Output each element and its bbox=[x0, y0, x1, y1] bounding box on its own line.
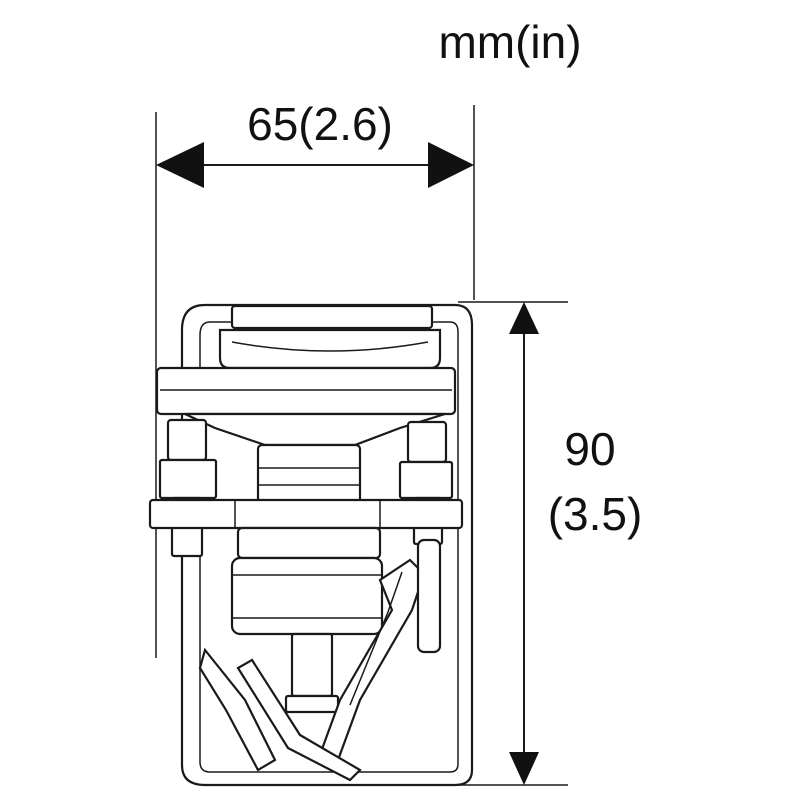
left-nut bbox=[158, 458, 218, 500]
height-dimension: 90 (3.5) bbox=[440, 301, 643, 786]
motor-body bbox=[230, 556, 384, 636]
width-arrow-left bbox=[156, 142, 204, 188]
height-arrow-bottom bbox=[509, 752, 539, 785]
motor-collar bbox=[236, 526, 382, 560]
hose-lower bbox=[236, 658, 362, 782]
height-arrow-top bbox=[509, 302, 539, 334]
device-outline bbox=[148, 303, 474, 787]
units-label: mm(in) bbox=[438, 16, 581, 68]
frame-inner bbox=[199, 321, 459, 773]
top-cap bbox=[230, 304, 434, 330]
right-nut bbox=[398, 460, 454, 500]
hose-left bbox=[198, 647, 277, 772]
height-label-mm: 90 bbox=[564, 423, 615, 475]
width-dimension: 65(2.6) bbox=[155, 98, 475, 658]
left-bolt-top bbox=[166, 418, 208, 462]
main-flange bbox=[155, 366, 457, 416]
cross-plate bbox=[148, 498, 464, 530]
width-arrow-right bbox=[428, 142, 474, 188]
center-body bbox=[256, 443, 362, 505]
hose-right-detail bbox=[349, 571, 403, 706]
height-label-in: (3.5) bbox=[548, 488, 643, 540]
width-dimension-label: 65(2.6) bbox=[247, 98, 393, 150]
right-pipe bbox=[416, 538, 442, 654]
output-shaft bbox=[290, 632, 334, 698]
top-dome-detail bbox=[231, 341, 429, 352]
hex-nut bbox=[284, 694, 340, 714]
right-bolt-top bbox=[406, 420, 448, 464]
top-dome bbox=[218, 328, 442, 370]
